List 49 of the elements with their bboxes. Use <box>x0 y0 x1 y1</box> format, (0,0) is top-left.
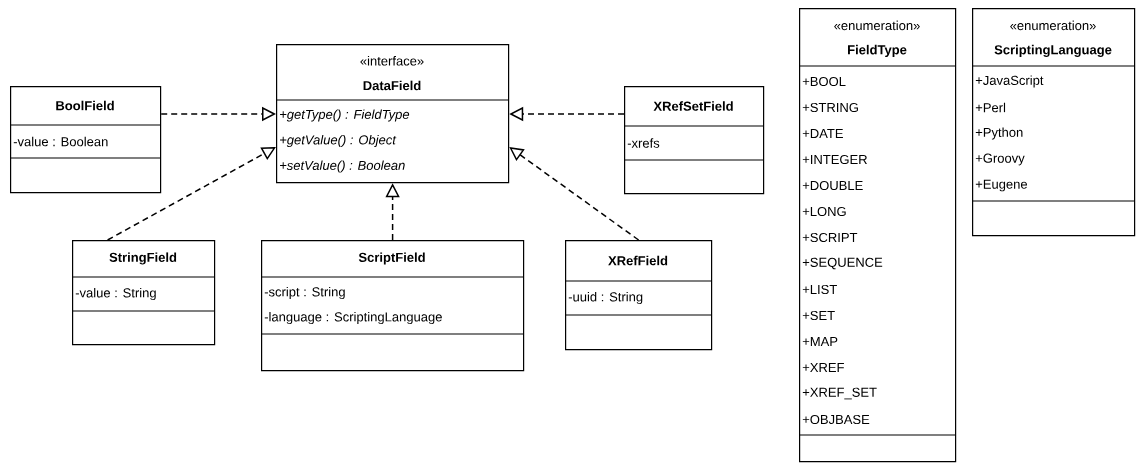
class-name: XRefSetField <box>653 101 733 111</box>
class-box <box>623 86 765 195</box>
realization-arrow <box>509 147 640 241</box>
attribute: -value : String <box>75 287 156 301</box>
attribute: -xrefs <box>627 138 660 148</box>
class-box <box>9 86 162 194</box>
enum-literal: +Eugene <box>975 179 1028 192</box>
stereotype: «enumeration» <box>834 20 920 31</box>
class-name: StringField <box>109 252 177 265</box>
enum-literal: +LIST <box>802 284 837 295</box>
enum-literal: +SCRIPT <box>802 232 858 243</box>
enum-literal: +Python <box>975 127 1023 140</box>
operation: +getType() : FieldType <box>280 109 410 122</box>
stereotype: «interface» <box>360 56 424 66</box>
enum-literal: +STRING <box>802 102 858 113</box>
class-name: ScriptingLanguage <box>994 44 1112 57</box>
enum-literal: +JavaScript <box>975 75 1044 88</box>
enum-literal: +OBJBASE <box>802 414 870 425</box>
enum-literal: +INTEGER <box>802 154 867 165</box>
class-box <box>971 8 1136 237</box>
enum-literal: +XREF <box>802 363 844 372</box>
class-name: XRefField <box>608 255 668 266</box>
attribute: -script : String <box>264 286 345 300</box>
enum-literal: +SET <box>802 310 835 321</box>
attribute: -uuid : String <box>568 291 643 305</box>
class-box <box>71 240 216 346</box>
operation: +setValue() : Boolean <box>280 160 405 173</box>
operation: +getValue() : Object <box>280 134 397 148</box>
class-box <box>275 44 510 184</box>
class-name: ScriptField <box>358 252 425 265</box>
enum-literal: +BOOL <box>802 76 846 87</box>
enum-literal: +Perl <box>975 102 1006 113</box>
attribute: -language : ScriptingLanguage <box>264 311 442 325</box>
class-name: FieldType <box>848 44 907 57</box>
class-name: BoolField <box>56 100 114 111</box>
realization-arrow <box>106 147 276 241</box>
attribute: -value : Boolean <box>13 136 108 147</box>
enum-literal: +LONG <box>802 206 846 217</box>
class-box <box>260 240 525 372</box>
enum-literal: +MAP <box>802 337 838 346</box>
enum-literal: +SEQUENCE <box>802 257 883 270</box>
enum-literal: +DOUBLE <box>802 180 863 191</box>
class-box <box>798 8 957 463</box>
class-name: DataField <box>363 80 421 91</box>
stereotype: «enumeration» <box>1010 20 1096 31</box>
enum-literal: +Groovy <box>975 153 1025 166</box>
class-box <box>564 240 713 351</box>
enum-literal: +XREF_SET <box>802 387 877 400</box>
enum-literal: +DATE <box>802 129 843 138</box>
